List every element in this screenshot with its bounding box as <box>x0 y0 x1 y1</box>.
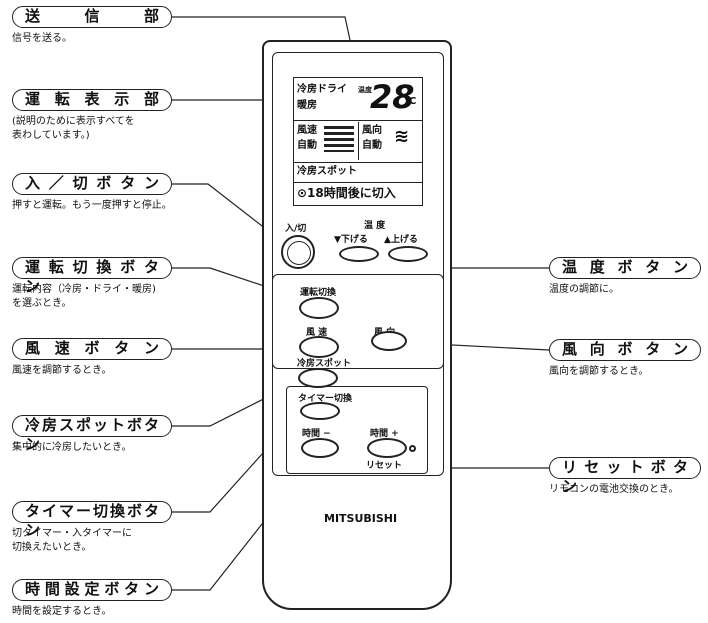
lcd-temperature: 28 <box>370 78 415 116</box>
lcd-mode-heat: 暖房 <box>297 100 317 111</box>
time-set-desc: 時間を設定するとき。 <box>12 606 112 617</box>
direction-button[interactable] <box>371 331 407 351</box>
lcd-spot: 冷房スポット <box>297 166 357 177</box>
lcd-display: 冷房ドライ 暖房 温度 28 °C 風速 自動 風向 自動 ≋ 冷房スポット ⊙… <box>293 77 423 206</box>
reset-button[interactable] <box>409 445 416 452</box>
time-set-callout: 時間設定ボタン <box>12 579 172 601</box>
time-up-label: 時間 + <box>370 429 399 439</box>
send-unit-callout: 送 信 部 <box>12 6 172 28</box>
upper-panel <box>272 52 444 369</box>
display-unit-desc: (説明のために表示すべてを 表わしています。) <box>12 116 135 141</box>
louver-icon: ≋ <box>394 126 410 147</box>
power-button-callout: 入 ／ 切 ボ タ ン <box>12 173 172 195</box>
timer-mode-button[interactable] <box>300 402 340 420</box>
lcd-fan-label: 風速 <box>297 125 317 136</box>
lcd-unit: °C <box>404 96 417 107</box>
time-up-button[interactable] <box>367 438 407 458</box>
lcd-dir-label: 風向 <box>362 125 382 136</box>
fan-speed-callout: 風 速 ボ タ ン <box>12 338 172 360</box>
power-label: 入/切 <box>285 224 307 234</box>
spot-cool-callout: 冷房スポットボタン <box>12 415 172 453</box>
power-button[interactable] <box>281 235 315 269</box>
time-down-button[interactable] <box>301 438 339 458</box>
timer-panel <box>286 386 428 474</box>
timer-mode-callout: タイマー切換ボタン <box>12 501 172 539</box>
power-button-desc: 押すと運転。もう一度押すと停止。 <box>12 200 172 211</box>
lcd-mode-cool-dry: 冷房ドライ <box>297 84 347 95</box>
lcd-dir-auto: 自動 <box>362 140 382 151</box>
reset-callout: リ セ ッ ト ボ タ ン <box>549 457 701 495</box>
mode-label: 運転切換 <box>300 288 337 298</box>
fan-button[interactable] <box>299 336 339 358</box>
temp-title: 温 度 <box>364 221 386 231</box>
air-direction-desc: 風向を調節するとき。 <box>549 366 649 377</box>
mode-button-callout: 運 転 切 換 ボ タ ン <box>12 257 172 295</box>
time-down-label: 時間 − <box>302 429 331 439</box>
air-direction-callout: 風 向 ボ タ ン <box>549 339 701 361</box>
temperature-desc: 温度の調節に。 <box>549 284 619 295</box>
display-unit-callout: 運 転 表 示 部 <box>12 89 172 111</box>
lower-panel <box>272 274 444 476</box>
temperature-callout: 温 度 ボ タ ン <box>549 257 701 279</box>
reset-desc: リモコンの電池交換のとき。 <box>549 484 679 495</box>
reset-label: リセット <box>366 461 403 471</box>
mode-button[interactable] <box>299 297 339 319</box>
lcd-temp-prefix: 温度 <box>358 86 372 94</box>
lcd-fan-auto: 自動 <box>297 140 317 151</box>
temp-up-button[interactable] <box>388 246 428 262</box>
fan-label: 風 速 <box>306 328 328 338</box>
fan-bars-icon <box>324 126 354 152</box>
mode-button-desc: 運転内容（冷房・ドライ・暖房) を選ぶとき。 <box>12 284 156 309</box>
spot-label: 冷房スポット <box>297 359 352 369</box>
fan-speed-desc: 風速を調節するとき。 <box>12 365 112 376</box>
brand-logo: MITSUBISHI <box>324 512 398 525</box>
spot-button[interactable] <box>298 368 338 388</box>
spot-cool-desc: 集中的に冷房したいとき。 <box>12 442 132 453</box>
temp-down-label: ▼下げる <box>334 235 368 245</box>
send-unit-desc: 信号を送る。 <box>12 33 72 44</box>
timer-mode-desc: 切タイマー・入タイマーに 切換えたいとき。 <box>12 528 132 553</box>
temp-down-button[interactable] <box>339 246 379 262</box>
lcd-timer: ⊙18時間後に切入 <box>297 186 396 200</box>
timer-mode-label: タイマー切換 <box>298 394 353 404</box>
temp-up-label: ▲上げる <box>384 235 418 245</box>
